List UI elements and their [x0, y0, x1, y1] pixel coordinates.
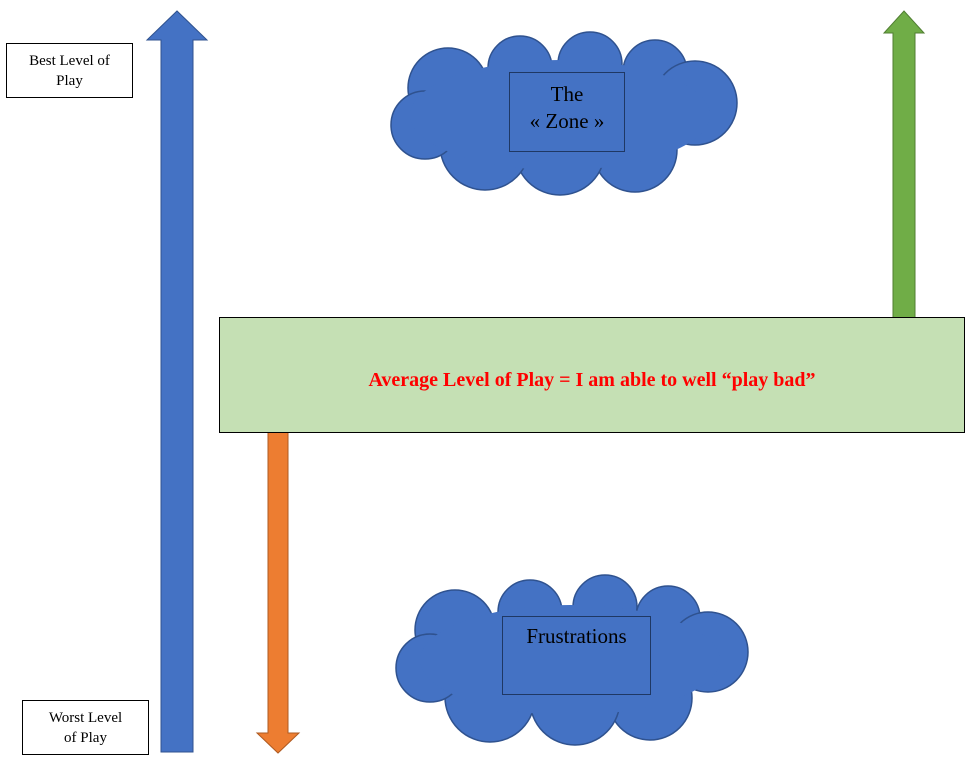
frustrations-text-box: Frustrations — [502, 616, 651, 695]
worst-level-text: Worst Level of Play — [48, 709, 123, 746]
zone-text: The « Zone » — [529, 82, 605, 133]
average-level-box: Average Level of Play = I am able to wel… — [219, 317, 965, 433]
frustrations-text: Frustrations — [526, 624, 627, 648]
green-up-arrow — [882, 10, 926, 319]
zone-text-box: The « Zone » — [509, 72, 625, 152]
blue-up-arrow — [145, 10, 209, 753]
best-level-label: Best Level of Play — [6, 43, 133, 98]
worst-level-label: Worst Level of Play — [22, 700, 149, 755]
average-level-text: Average Level of Play = I am able to wel… — [368, 369, 816, 391]
best-level-text: Best Level of Play — [29, 52, 110, 89]
orange-down-arrow — [255, 431, 301, 754]
